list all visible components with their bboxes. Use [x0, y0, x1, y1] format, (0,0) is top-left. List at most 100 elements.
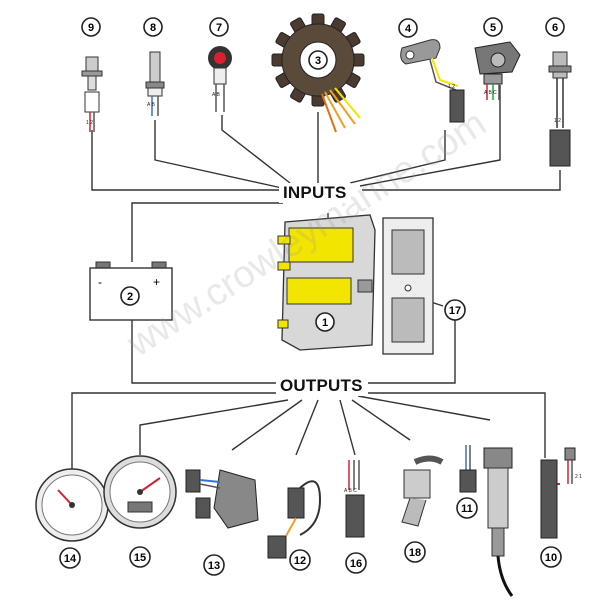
callout-7-circle — [209, 17, 229, 37]
line-4-inputs — [349, 130, 446, 184]
callout-18-label: 18 — [409, 547, 421, 559]
actuator-10: 2 1 — [540, 447, 582, 539]
callout-8-circle — [143, 17, 163, 37]
callout-10-label: 10 — [545, 552, 557, 564]
actuator-18 — [401, 455, 444, 527]
callout-18: 18 — [404, 541, 426, 563]
actuator-16-pin-label: A B C — [344, 488, 357, 494]
callout-6-label: 6 — [552, 22, 558, 34]
callout-17: 17 — [444, 299, 466, 321]
callout-9-circle — [81, 17, 101, 37]
callout-9-label: 9 — [88, 22, 94, 34]
callout-11-label: 11 — [461, 503, 473, 515]
line-outputs-11 — [357, 395, 491, 421]
line-outputs-18 — [351, 399, 411, 441]
gauge-14 — [35, 468, 109, 542]
callout-10-circle — [540, 546, 562, 568]
gauge-15 — [103, 455, 177, 529]
callout-8-label: 8 — [150, 22, 156, 34]
line-outputs-12 — [295, 399, 319, 456]
line-outputs-10 — [368, 392, 546, 458]
callout-5-label: 5 — [490, 22, 496, 34]
callout-16: 16 — [345, 552, 367, 574]
line-outputs-14 — [71, 392, 278, 470]
line-17-outputs — [368, 320, 456, 384]
sensor-7-pin-label: A B — [212, 92, 220, 98]
callout-13-circle — [203, 554, 225, 576]
callout-17-label: 17 — [449, 305, 461, 317]
sensor-7: A B — [208, 46, 232, 112]
line-outputs-13 — [231, 399, 303, 451]
callout-2: 2 — [120, 286, 140, 306]
callout-12-circle — [289, 549, 311, 571]
callout-3-label: 3 — [315, 55, 321, 67]
callout-1-circle — [315, 312, 335, 332]
callout-14: 14 — [59, 547, 81, 569]
callout-16-label: 16 — [350, 558, 362, 570]
callout-4-label: 4 — [405, 23, 412, 35]
connection-lines — [71, 85, 561, 470]
callout-14-circle — [59, 547, 81, 569]
line-9-inputs — [91, 130, 282, 191]
line-5-inputs — [359, 85, 501, 187]
callout-17-circle — [444, 299, 466, 321]
callout-13-label: 13 — [208, 560, 220, 572]
sensor-8: A B — [145, 51, 165, 116]
callout-15-circle — [129, 546, 151, 568]
sensor-5: A B C — [474, 41, 521, 100]
battery-negative: - — [98, 275, 102, 289]
callout-4-circle — [398, 18, 418, 38]
callout-11: 11 — [456, 497, 478, 519]
line-outputs-16 — [339, 399, 356, 456]
callout-14-label: 14 — [64, 553, 77, 565]
callout-3-circle — [308, 50, 328, 70]
callout-3: 3 — [308, 50, 328, 70]
callout-11-circle — [456, 497, 478, 519]
inputs-heading: INPUTS — [279, 183, 351, 203]
callout-15-label: 15 — [134, 552, 146, 564]
ecm-1 — [277, 214, 376, 351]
callout-1: 1 — [315, 312, 335, 332]
callout-9: 9 — [81, 17, 101, 37]
callout-6-circle — [545, 17, 565, 37]
callout-4: 4 — [398, 18, 418, 38]
line-6-inputs — [362, 170, 561, 191]
callout-12: 12 — [289, 549, 311, 571]
actuator-13 — [185, 469, 259, 529]
actuator-12 — [267, 480, 322, 559]
sensor-5-pin-label: A B C — [484, 90, 497, 96]
callout-10: 10 — [540, 546, 562, 568]
callout-12-label: 12 — [294, 555, 306, 567]
sensor-8-pin-label: A B — [147, 102, 155, 108]
line-8-inputs — [154, 120, 283, 189]
callout-5-circle — [483, 17, 503, 37]
callout-16-circle — [345, 552, 367, 574]
sensor-9-pin-label: 1 2 — [86, 120, 93, 126]
actuator-11 — [459, 445, 514, 597]
actuator-10-pin-label: 2 1 — [575, 474, 582, 480]
line-outputs-15 — [139, 399, 289, 455]
line-battery-outputs — [131, 320, 278, 384]
sensor-6-pin-label: 1 2 — [554, 118, 561, 124]
callout-7: 7 — [209, 17, 229, 37]
callout-2-label: 2 — [127, 291, 133, 303]
callout-2-circle — [120, 286, 140, 306]
line-7-inputs — [221, 115, 291, 184]
callout-6: 6 — [545, 17, 565, 37]
callout-5: 5 — [483, 17, 503, 37]
callout-13: 13 — [203, 554, 225, 576]
sensor-9: 1 2 — [81, 56, 103, 132]
callout-15: 15 — [129, 546, 151, 568]
sensor-6: 1 2 — [548, 51, 572, 167]
outputs-heading: OUTPUTS — [276, 376, 367, 396]
battery-positive: + — [153, 275, 160, 289]
sensor-4-pin-label: 1 2 — [448, 84, 455, 90]
callout-7-label: 7 — [216, 22, 222, 34]
callout-18-circle — [404, 541, 426, 563]
ecm-connector-17 — [382, 217, 434, 355]
callout-1-label: 1 — [322, 317, 328, 329]
callout-8: 8 — [143, 17, 163, 37]
line-inputs-battery — [131, 202, 283, 262]
